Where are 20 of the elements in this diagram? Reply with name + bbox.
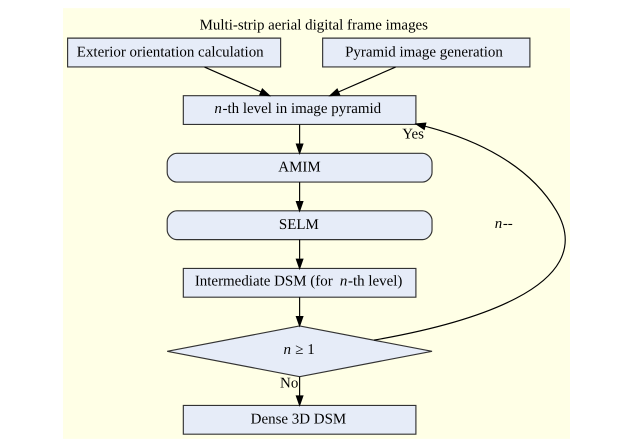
node-box: Dense 3D DSM xyxy=(182,404,416,435)
diagram-title: Multi-strip aerial digital frame images xyxy=(199,17,428,34)
arrow xyxy=(204,66,271,96)
node-box: Intermediate DSM (for n-th level) xyxy=(182,268,416,298)
arrow xyxy=(295,297,304,328)
edge-label: Yes xyxy=(402,126,424,142)
label: n-- xyxy=(494,216,512,232)
arrow xyxy=(295,182,304,213)
node-box: Exterior orientation calculation xyxy=(66,38,281,68)
arrow xyxy=(328,66,396,96)
edge-label: No xyxy=(280,375,298,392)
arrow xyxy=(373,122,565,341)
arrow xyxy=(295,240,304,270)
node-box: Pyramid image generation xyxy=(322,38,530,68)
arrow xyxy=(295,124,304,155)
node-box: n-th level in image pyramid xyxy=(182,95,416,126)
node-diamond: n ≥ 1 xyxy=(166,325,432,378)
node-box: SELM xyxy=(166,210,432,240)
node-box: AMIM xyxy=(166,152,432,183)
arrow xyxy=(295,376,304,407)
